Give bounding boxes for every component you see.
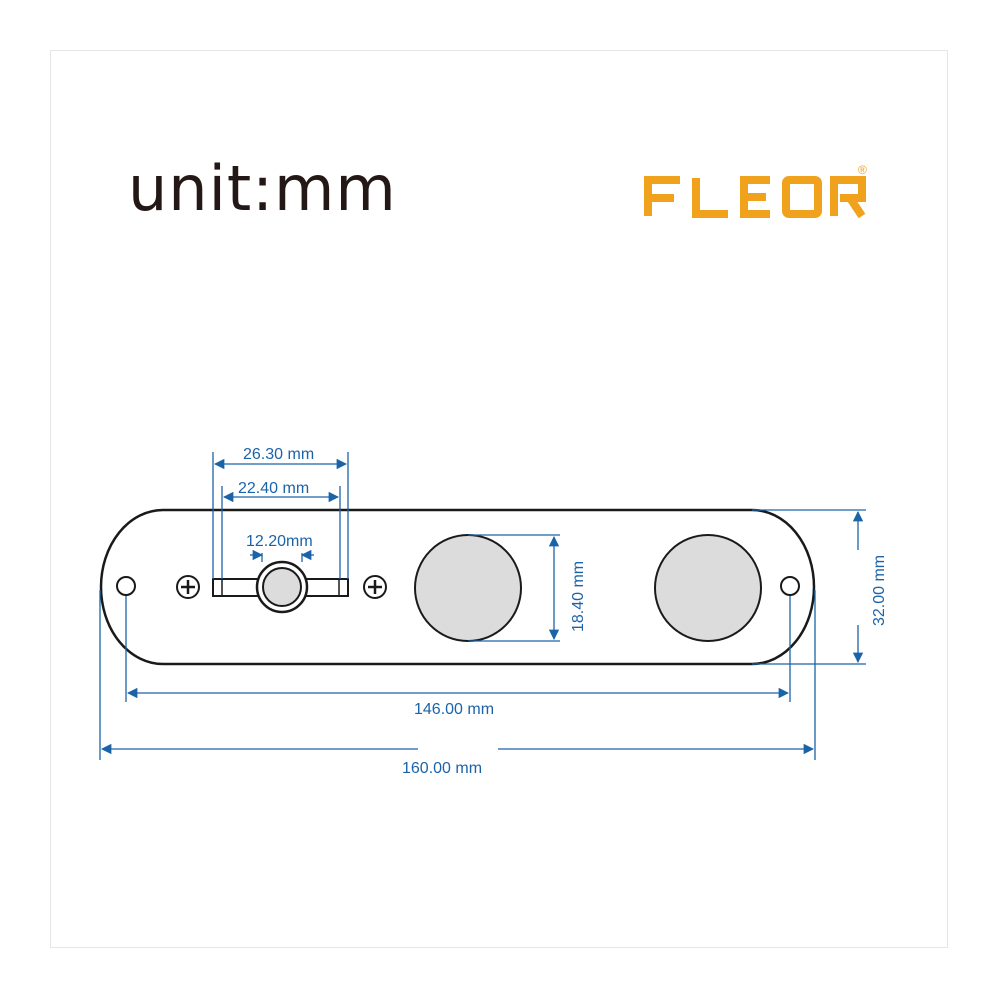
- dim-switch-slot-label: 22.40 mm: [238, 480, 309, 497]
- dim-pot-diameter-label: 18.40 mm: [570, 561, 587, 632]
- screw-right-icon: [363, 575, 387, 599]
- image-frame: [50, 50, 948, 948]
- dim-plate-length-label: 160.00 mm: [402, 760, 482, 777]
- pot-hole-left: [414, 534, 522, 642]
- mounting-hole-left: [116, 576, 136, 596]
- dim-hole-spacing-label: 146.00 mm: [414, 701, 494, 718]
- brand-logo: ®: [644, 163, 867, 219]
- dim-plate-height-label: 32.00 mm: [871, 555, 888, 626]
- pot-hole-right: [654, 534, 762, 642]
- registered-mark: ®: [858, 163, 867, 177]
- dim-switch-outer-label: 26.30 mm: [243, 446, 314, 463]
- dim-switch-knob-label: 12.20mm: [246, 533, 313, 550]
- unit-label: unit:mm: [128, 152, 397, 225]
- screw-left-icon: [176, 575, 200, 599]
- switch-knob-inner: [262, 567, 302, 607]
- mounting-hole-right: [780, 576, 800, 596]
